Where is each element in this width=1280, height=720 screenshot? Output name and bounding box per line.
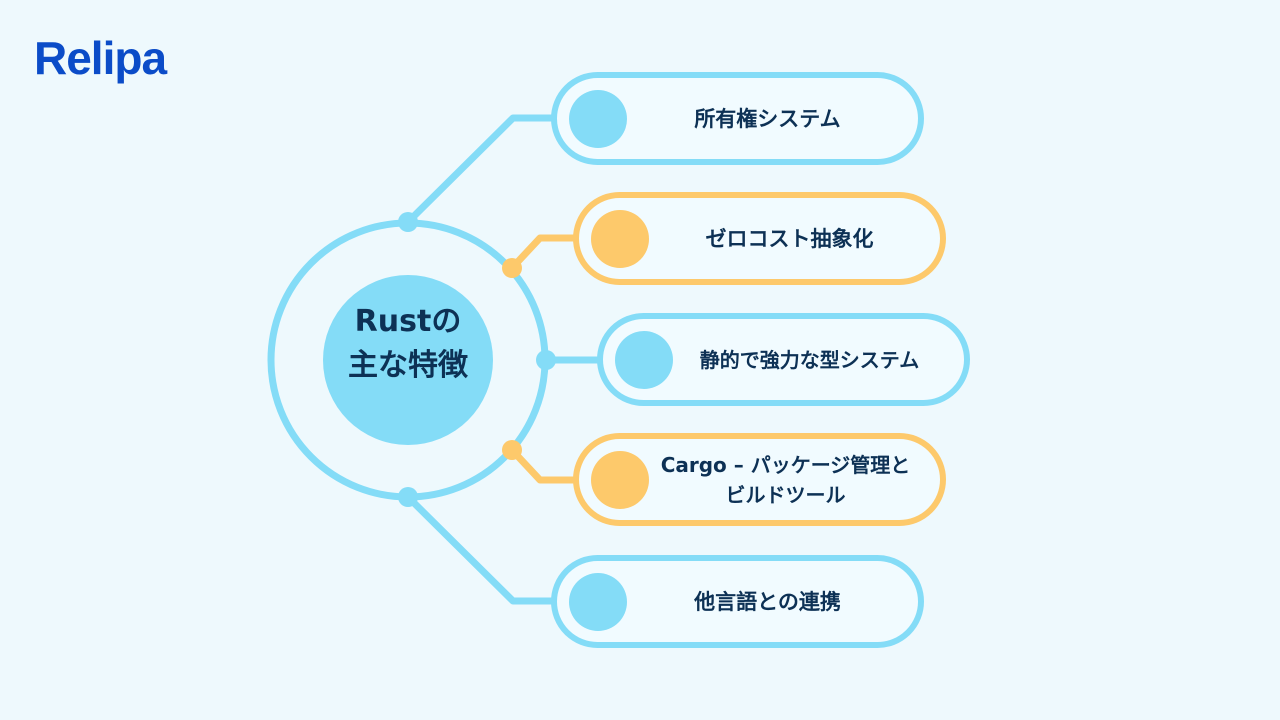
center-title-line-2: 主な特徴 (348, 348, 468, 383)
connector-node-3 (536, 350, 556, 370)
connector-5 (405, 494, 560, 605)
feature-ownership: 所有権システム (551, 72, 924, 165)
center-title-line-1: Rustの (354, 304, 462, 339)
connector-node-2 (502, 258, 522, 278)
feature-label: 他言語との連携 (694, 589, 841, 614)
connector-4 (509, 447, 580, 484)
feature-cargo: Cargo – パッケージ管理と ビルドツール (573, 433, 946, 526)
bullet-dot-icon (569, 572, 627, 631)
bullet-dot-icon (615, 330, 673, 389)
bullet-dot-icon (591, 450, 649, 509)
connector-2 (509, 234, 580, 271)
feature-static-type-system: 静的で強力な型システム (597, 313, 970, 406)
feature-label: 所有権システム (694, 106, 841, 131)
connector-1 (405, 114, 560, 225)
feature-label-line-1: Cargo – パッケージ管理と (660, 452, 911, 477)
feature-label: 静的で強力な型システム (699, 347, 920, 372)
feature-label-line-2: ビルドツール (725, 482, 846, 507)
connector-node-1 (398, 212, 418, 232)
feature-zero-cost-abstraction: ゼロコスト抽象化 (573, 192, 946, 285)
center-title: Rustの 主な特徴 (323, 300, 493, 388)
feature-interop: 他言語との連携 (551, 555, 924, 648)
bullet-dot-icon (591, 209, 649, 268)
bullet-dot-icon (569, 89, 627, 148)
feature-label: ゼロコスト抽象化 (705, 226, 874, 251)
connector-node-5 (398, 487, 418, 507)
center-circle (323, 275, 493, 445)
connector-node-4 (502, 440, 522, 460)
relipa-logo: Relipa (34, 32, 167, 84)
feature-label: Cargo – パッケージ管理と ビルドツール (641, 450, 930, 510)
